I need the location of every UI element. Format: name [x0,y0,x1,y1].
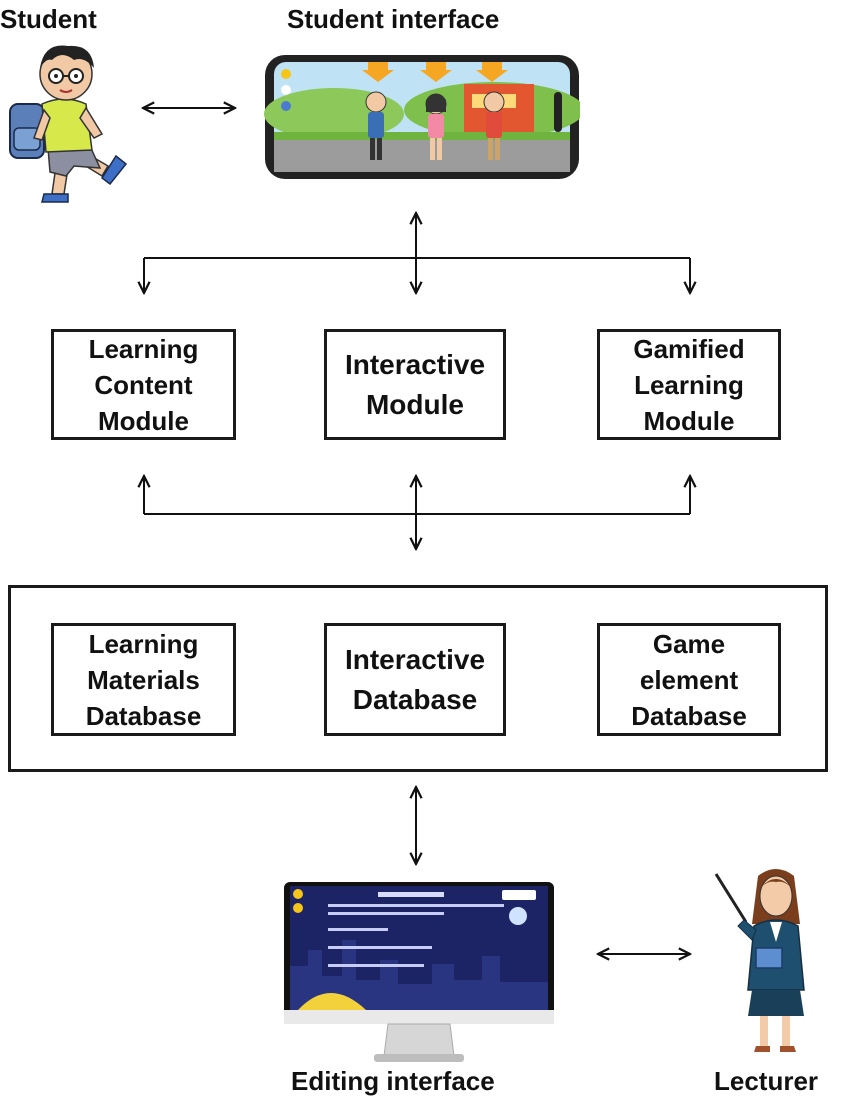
phone-icon [264,55,580,179]
monitor-icon [284,882,554,1062]
interactive-database-label: Interactive Database [344,643,486,715]
learning-content-module-label: Learning Content Module [88,333,199,436]
game-element-database-box: Game element Database [597,623,781,736]
student-label: Student [0,4,97,34]
interactive-module-label: Interactive Module [344,348,486,420]
student-cartoon [9,45,128,203]
lecturer-cartoon [714,869,805,1052]
learning-content-module-box: Learning Content Module [51,329,236,440]
learning-materials-database-box: Learning Materials Database [51,623,236,736]
student-interface-label: Student interface [287,4,500,34]
editing-interface-label: Editing interface [291,1066,495,1096]
interactive-module-box: Interactive Module [324,329,506,440]
gamified-learning-module-label: Gamified Learning Module [633,333,745,436]
interactive-database-box: Interactive Database [324,623,506,736]
gamified-learning-module-box: Gamified Learning Module [597,329,781,440]
lecturer-label: Lecturer [714,1066,819,1096]
learning-materials-database-label: Learning Materials Database [85,628,202,731]
game-element-database-label: Game element Database [631,628,747,731]
